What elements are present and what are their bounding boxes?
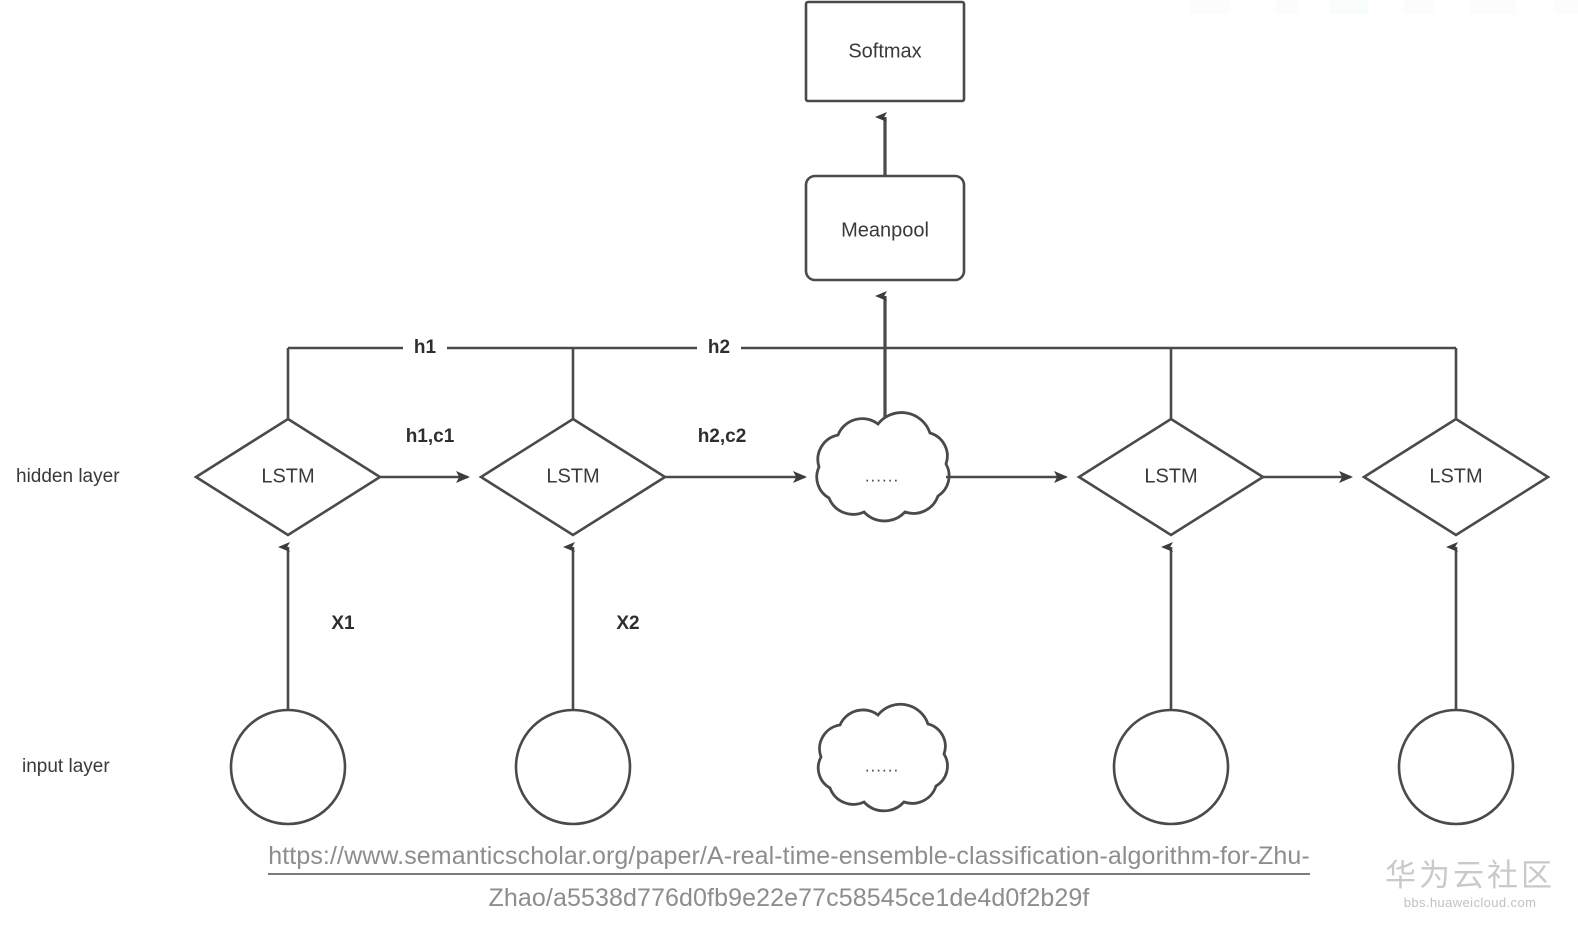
edge-input1-to-lstm1: X1 [278, 542, 355, 726]
edge-input2-to-lstm2: X2 [563, 542, 640, 726]
edge-label-h1-group: h1 [403, 337, 447, 359]
input-node-2 [514, 708, 632, 826]
softmax-block: Softmax [804, 0, 966, 103]
edge-label-h2: h2 [708, 337, 730, 358]
meanpool-block: Meanpool [804, 174, 966, 282]
source-caption: https://www.semanticscholar.org/paper/A-… [0, 842, 1578, 913]
edge-label-h2-group: h2 [697, 337, 741, 359]
lstm-node-4-label: LSTM [1429, 465, 1482, 487]
source-url-line-2[interactable]: Zhao/a5538d776d0fb9e22e77c58545ce1de4d0f… [488, 884, 1090, 912]
edge-label-h2c2: h2,c2 [698, 426, 747, 447]
top-strip-remnant [1190, 0, 1578, 14]
source-url-line-1[interactable]: https://www.semanticscholar.org/paper/A-… [268, 842, 1310, 875]
input-node-3 [1112, 708, 1230, 826]
input-node-4 [1397, 708, 1515, 826]
lstm-node-3: LSTM [1076, 417, 1266, 537]
edge-lstm1-to-lstm2: h1,c1 [380, 426, 470, 483]
input-node-1 [229, 708, 347, 826]
lstm-node-3-label: LSTM [1144, 465, 1197, 487]
edge-label-h1: h1 [414, 337, 437, 358]
lstm-node-1: LSTM [193, 417, 383, 537]
softmax-label: Softmax [848, 40, 921, 62]
hidden-state-bus [286, 346, 1458, 419]
edge-label-x2: X2 [616, 613, 639, 634]
lstm-node-1-label: LSTM [261, 465, 314, 487]
input-ellipsis-cloud: ...... [816, 702, 949, 813]
input-ellipsis-label: ...... [865, 756, 899, 775]
lstm-node-2: LSTM [478, 417, 668, 537]
hidden-layer-label: hidden layer [16, 466, 120, 487]
hidden-ellipsis-label: ...... [865, 466, 899, 485]
edge-label-x1: X1 [331, 613, 355, 634]
edge-lstm2-to-hidden-ellipsis: h2,c2 [665, 426, 807, 483]
meanpool-label: Meanpool [841, 219, 929, 241]
lstm-node-2-label: LSTM [546, 465, 599, 487]
edge-label-h1c1: h1,c1 [406, 426, 455, 447]
hidden-ellipsis-cloud: ...... [815, 411, 951, 523]
input-layer-label: input layer [22, 756, 110, 777]
lstm-node-4: LSTM [1361, 417, 1551, 537]
